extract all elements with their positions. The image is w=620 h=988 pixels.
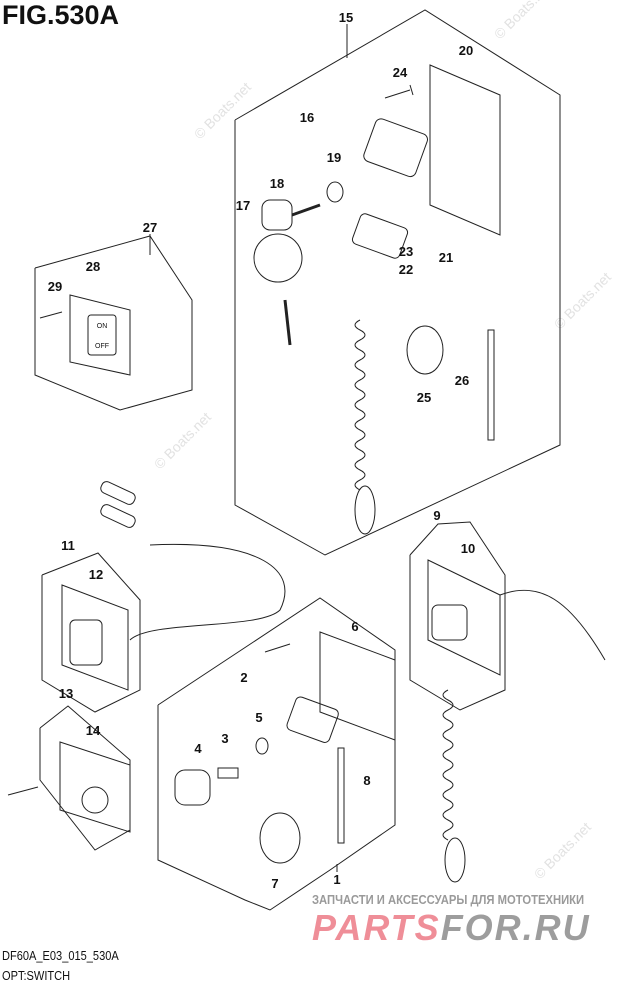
callout-23: 23: [399, 244, 413, 259]
callout-18: 18: [270, 176, 284, 191]
callout-20: 20: [459, 43, 473, 58]
key-ring-17: [253, 233, 303, 283]
connector: [100, 481, 136, 505]
lanyard-clip: [354, 485, 376, 535]
stop-switch-10: [431, 604, 468, 641]
key-3: [217, 767, 239, 779]
boats-watermark: © Boats.net: [191, 79, 254, 142]
mounting-plate-20: [429, 64, 501, 236]
callout-22: 22: [399, 262, 413, 277]
screw-24: [384, 84, 414, 99]
callout-17: 17: [236, 198, 250, 213]
nut-5: [255, 737, 269, 755]
callout-15: 15: [339, 10, 353, 25]
callout-11: 11: [61, 538, 75, 553]
diagram-code: DF60A_E03_015_530A: [2, 948, 119, 963]
callout-24: 24: [393, 65, 408, 80]
group-box-27: [34, 235, 193, 411]
callout-27: 27: [143, 220, 157, 235]
callout-16: 16: [300, 110, 314, 125]
screw: [264, 643, 291, 653]
group-box-9: [409, 521, 506, 711]
cap-7: [259, 812, 301, 864]
screw-29: [39, 311, 63, 319]
nut-19: [326, 181, 344, 203]
partsfor-watermark-text: ЗАПЧАСТИ И АКСЕССУАРЫ ДЛЯ МОТОТЕХНИКИ: [312, 893, 585, 907]
boats-watermark: © Boats.net: [531, 819, 594, 882]
callout-4: 4: [194, 741, 202, 756]
callout-2: 2: [240, 670, 247, 685]
callout-13: 13: [59, 686, 73, 701]
lanyard-coil-22: [354, 319, 366, 491]
switch-plate-12: [61, 584, 129, 691]
diagram-subtitle: OPT:SWITCH: [2, 968, 71, 983]
rocker-switch-28: [87, 314, 117, 356]
callout-28: 28: [86, 259, 100, 274]
choke-switch-14: [81, 786, 109, 814]
group-box-1: [157, 597, 396, 911]
callout-21: 21: [439, 250, 453, 265]
wire: [499, 589, 606, 661]
switch-label-on: ON: [97, 323, 108, 330]
cap-25: [406, 325, 444, 375]
callout-12: 12: [89, 567, 103, 582]
switch-label-off: OFF: [95, 343, 109, 350]
callout-5: 5: [255, 710, 262, 725]
callout-7: 7: [271, 876, 278, 891]
key-4: [174, 769, 211, 806]
boats-watermark: © Boats.net: [491, 0, 554, 42]
plate-14: [59, 741, 131, 833]
callout-9: 9: [433, 508, 440, 523]
callout-19: 19: [327, 150, 341, 165]
screw: [7, 786, 39, 796]
boats-watermarks: © Boats.net © Boats.net © Boats.net © Boats…: [151, 0, 614, 882]
lanyard-clip: [444, 837, 466, 883]
callout-3: 3: [221, 731, 228, 746]
plate-10: [427, 559, 501, 676]
callout-25: 25: [417, 390, 431, 405]
group-box-15: [234, 9, 561, 556]
callout-10: 10: [461, 541, 475, 556]
key-blade-18: [291, 203, 321, 217]
stop-switch-23: [351, 213, 409, 259]
callout-26: 26: [455, 373, 469, 388]
figure-title: FIG.530A: [2, 0, 120, 30]
plate-6: [319, 631, 396, 741]
callout-29: 29: [48, 279, 62, 294]
logo-gray: FOR.RU: [440, 907, 591, 948]
callout-8: 8: [363, 773, 370, 788]
switch-12: [69, 619, 103, 666]
key-18: [261, 199, 293, 231]
callout-1: 1: [333, 872, 340, 887]
partsfor-logo: PARTSFOR.RU: [312, 907, 591, 949]
logo-pink: PARTS: [312, 907, 441, 948]
connector: [100, 504, 136, 528]
cable-tie-26: [487, 329, 495, 441]
boats-watermark: © Boats.net: [151, 409, 214, 472]
wire-harness-11: [129, 543, 286, 641]
callout-14: 14: [86, 723, 101, 738]
ignition-switch-16: [363, 118, 428, 178]
switch-plate-28: [69, 294, 131, 376]
lanyard-coil-9: [442, 689, 454, 841]
cable-tie-8: [337, 747, 345, 844]
ignition-switch-2: [286, 696, 339, 743]
key-17: [283, 299, 292, 346]
group-box-11: [41, 552, 141, 713]
callout-6: 6: [351, 619, 358, 634]
